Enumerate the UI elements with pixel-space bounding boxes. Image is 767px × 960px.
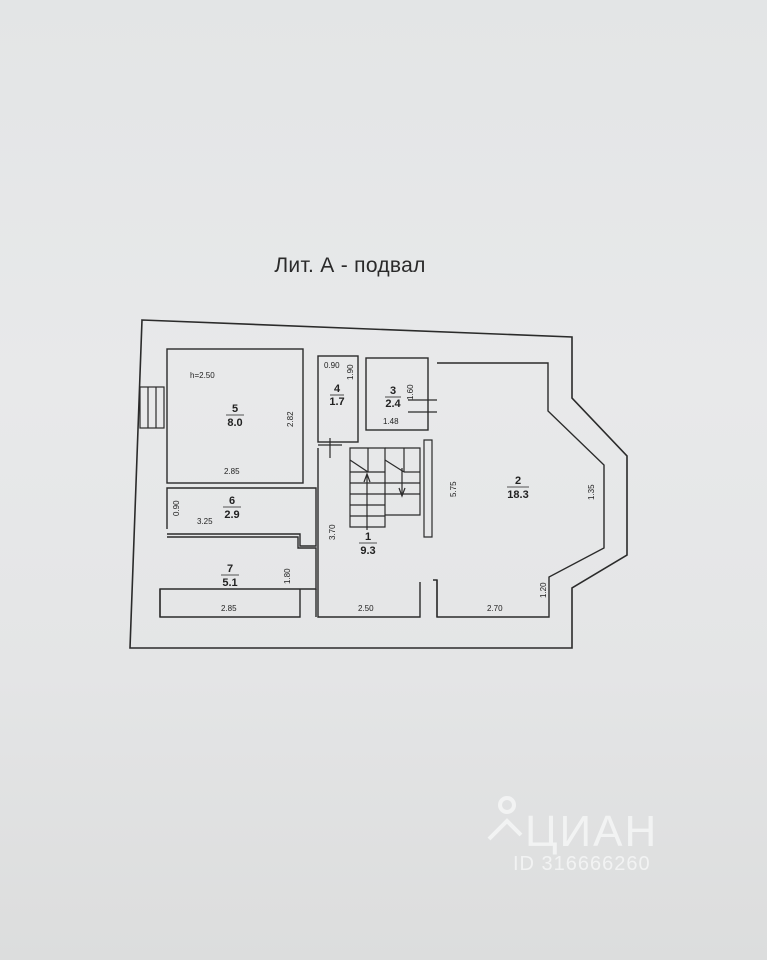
room-3-area: 2.4 <box>385 398 401 410</box>
dim-r4-height: 1.90 <box>346 364 355 380</box>
room-4-label: 4 1.7 <box>329 383 344 408</box>
room-7-label: 7 5.1 <box>221 563 239 589</box>
room-2-number: 2 <box>515 475 521 487</box>
room-5-number: 5 <box>232 403 238 415</box>
dim-r5-height: 2.82 <box>286 411 295 427</box>
dim-r2-bay-bottom: 1.20 <box>539 582 548 598</box>
outer-wall <box>129 319 628 649</box>
room-1-label: 1 9.3 <box>359 531 377 557</box>
dim-r6-width: 3.25 <box>197 517 213 526</box>
room-4-area: 1.7 <box>329 396 344 408</box>
room-6-outline <box>166 487 317 547</box>
dim-r5-width: 2.85 <box>224 467 240 476</box>
room-1-outline <box>317 448 421 618</box>
dim-r2-width: 2.70 <box>487 604 503 613</box>
room-1-area: 9.3 <box>360 545 375 557</box>
room-2-outline <box>436 362 605 618</box>
dim-r1-width: 2.50 <box>358 604 374 613</box>
room-6-number: 6 <box>229 495 235 507</box>
dim-r7-width: 2.85 <box>221 604 237 613</box>
watermark-brand: ЦИАН <box>525 807 659 856</box>
room-1-number: 1 <box>365 531 371 543</box>
watermark: ЦИАН ID 316666260 <box>485 785 725 895</box>
dim-r3-width: 1.48 <box>383 417 399 426</box>
dim-r7-height: 1.80 <box>283 568 292 584</box>
room-7-number: 7 <box>227 563 233 575</box>
room-3-number: 3 <box>390 385 396 397</box>
dim-r4-width: 0.90 <box>324 361 340 370</box>
dimension-labels: h=2.50 2.85 2.82 0.90 1.90 1.60 1.48 5.7… <box>172 361 596 613</box>
cian-logo-icon <box>487 796 523 841</box>
room-3-outline <box>365 357 429 431</box>
dim-r3-height: 1.60 <box>406 384 415 400</box>
dim-r1-height: 3.70 <box>328 524 337 540</box>
dim-r2-height: 5.75 <box>449 481 458 497</box>
room-4-number: 4 <box>334 383 341 395</box>
room-2-area: 18.3 <box>507 489 528 501</box>
room-4-outline <box>317 355 359 443</box>
room-7-area: 5.1 <box>222 577 237 589</box>
ceiling-height-label: h=2.50 <box>190 371 215 380</box>
room-6-label: 6 2.9 <box>223 495 241 521</box>
room-5-label: 5 8.0 <box>226 403 244 429</box>
dim-r2-bay-top: 1.35 <box>587 484 596 500</box>
staircase <box>349 447 421 530</box>
room-5-area: 8.0 <box>227 417 242 429</box>
room-6-area: 2.9 <box>224 509 239 521</box>
room-5-outline <box>166 348 304 484</box>
watermark-id: ID 316666260 <box>513 853 651 875</box>
page-title: Лит. А - подвал <box>274 254 426 277</box>
room-3-label: 3 2.4 <box>385 385 402 410</box>
entrance-steps <box>139 386 165 429</box>
dim-r6-height: 0.90 <box>172 500 181 516</box>
room-2-label: 2 18.3 <box>507 475 529 501</box>
room-7-outline <box>159 536 317 618</box>
